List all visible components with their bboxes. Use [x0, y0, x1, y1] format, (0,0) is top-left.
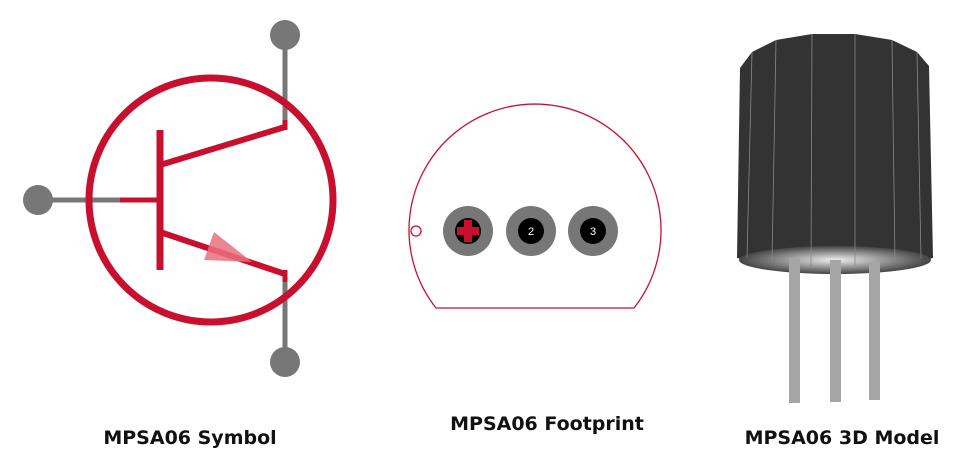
- emitter-arrow-icon: [204, 232, 252, 262]
- to92-3d-model: [737, 33, 933, 403]
- footprint: 2 3: [408, 103, 662, 309]
- package-body: [737, 34, 933, 270]
- lead-2: [830, 260, 841, 402]
- lead-1: [789, 258, 800, 403]
- pad-2: 2: [506, 206, 556, 256]
- emitter-pin-dot: [270, 347, 300, 377]
- footprint-caption: MPSA06 Footprint: [450, 413, 644, 435]
- transistor-symbol: [23, 20, 337, 377]
- lead-3: [869, 260, 880, 400]
- base-pin-dot: [23, 185, 53, 215]
- transistor-circle: [85, 74, 337, 326]
- collector-line: [159, 124, 286, 168]
- pad-number: 3: [590, 226, 596, 238]
- footprint-outline: [408, 103, 662, 309]
- pad-1: [443, 206, 493, 256]
- model-caption: MPSA06 3D Model: [744, 427, 940, 449]
- pad-3: 3: [568, 206, 618, 256]
- pin1-indicator: [410, 225, 422, 237]
- collector-pin-dot: [270, 20, 300, 50]
- symbol-caption: MPSA06 Symbol: [103, 427, 277, 449]
- pad-number: 2: [528, 226, 534, 238]
